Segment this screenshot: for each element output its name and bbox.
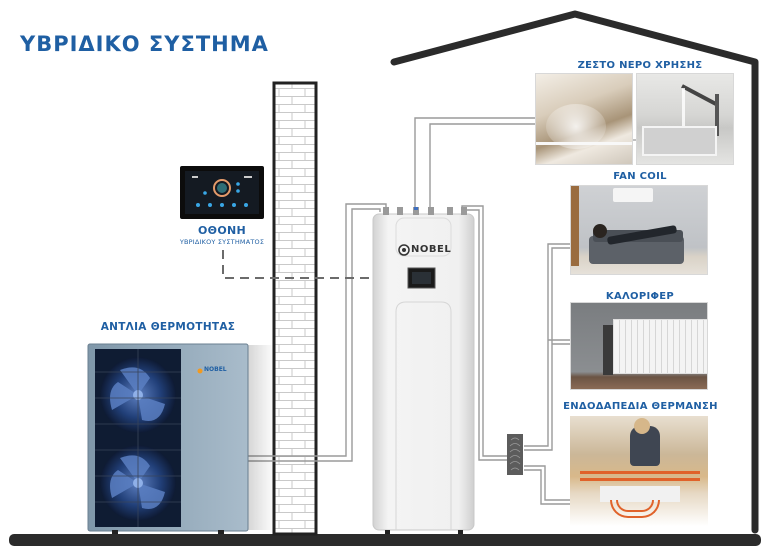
steaming-bathtub-photo [535,73,633,165]
heat-pump-brand: NOBEL [204,366,227,373]
pipes-heatpump-to-unit [248,203,387,462]
house-outline [390,10,759,534]
underfloor-label: ΕΝΔΟΔΑΠΕΔΙΑ ΘΕΡΜΑΝΣΗ [563,401,718,412]
page-title: ΥΒΡΙΔΙΚΟ ΣΥΣΤΗΜΑ [20,32,269,56]
display-sublabel: ΥΒΡΙΔΙΚΟΥ ΣΥΣΤΗΜΑΤΟΣ [179,238,265,246]
radiator-label: ΚΑΛΟΡΙΦΕΡ [605,291,675,302]
hot-water-label: ΖΕΣΤΟ ΝΕΡΟ ΧΡΗΣΗΣ [577,60,703,71]
touchscreen-controller-icon [180,166,264,219]
outdoor-heat-pump-icon [87,343,275,534]
heat-pump-label: ΑΝΤΛΙΑ ΘΕΡΜΟΤΗΤΑΣ [100,321,236,333]
indoor-hydronic-unit-icon [372,207,475,534]
fan-coil-label: FAN COIL [613,171,667,182]
brick-wall-icon [272,81,318,536]
radiator-photo [570,302,708,390]
display-label: ΟΘΟΝΗ [198,224,246,237]
manifold-icon [507,434,523,475]
kitchen-faucet-photo [636,73,734,165]
ground-line [9,534,761,546]
underfloor-heating-photo [570,416,708,526]
indoor-unit-brand: NOBEL [411,244,452,255]
fan-coil-living-room-photo [570,185,708,275]
